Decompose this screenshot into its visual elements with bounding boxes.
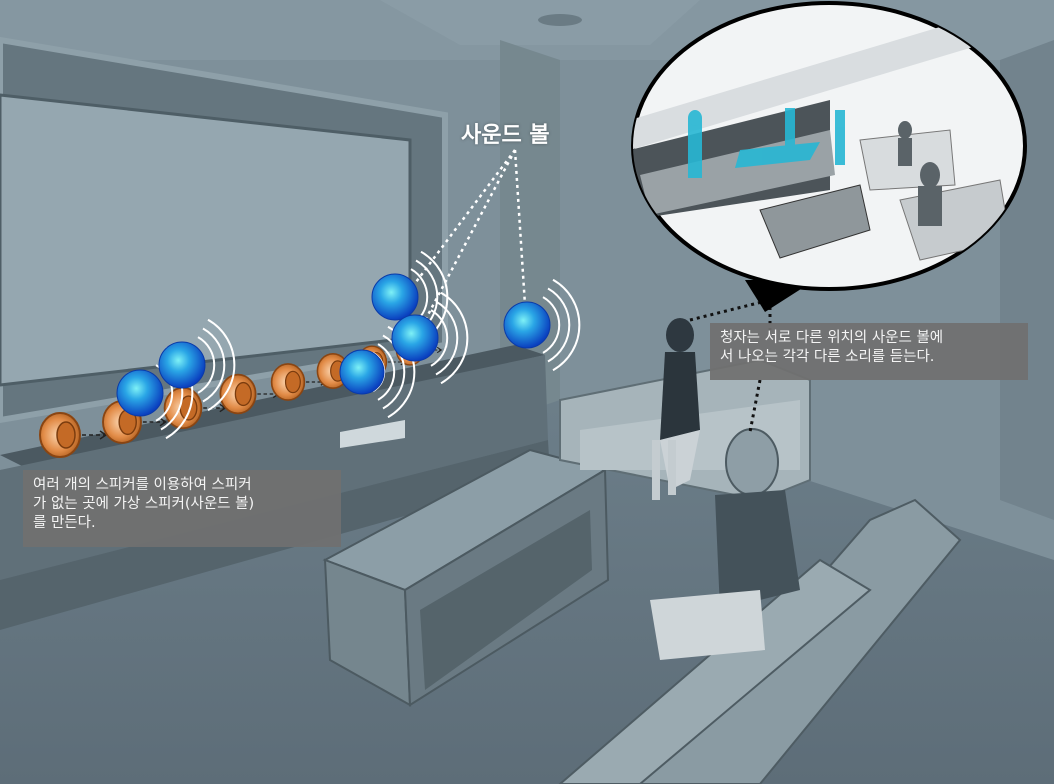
listener-figure-standing [652,318,700,500]
caption-line: 가 없는 곳에 가상 스피커(사운드 볼) [33,496,255,512]
speaker-icon [270,363,327,401]
sound-ball-icon [339,349,385,395]
speaker-icon [39,412,108,458]
sound-ball-label: 사운드 볼 [461,123,550,148]
inset-audience-figures [898,121,942,226]
sound-wave-arc [377,343,396,401]
sound-wave-arc [435,300,459,376]
speech-bubble-inset [631,1,1027,312]
speaker-icon [219,373,280,415]
sound-wave-arc [207,318,236,412]
sound-wave-arc [197,336,216,394]
sound-ball-icon [503,301,551,349]
sound-ball-group [116,273,551,417]
sound-ball-icon [391,314,439,362]
sound-wave-arc [430,309,449,367]
caption-line: 청자는 서로 다른 위치의 사운드 볼에 [720,330,944,346]
sound-ball-icon [158,341,206,389]
sound-wave-arc [542,296,561,354]
caption-line: 여러 개의 스피커를 이용하여 스피커 [33,477,252,493]
bubble-pointer-line [689,298,772,433]
caption-line: 를 만든다. [33,515,96,531]
label-pointer-lines [409,149,527,331]
caption-listener: 청자는 서로 다른 위치의 사운드 볼에 서 나오는 각각 다른 소리를 듣는다… [710,323,1028,380]
sofa-front [558,498,962,784]
coffee-table [322,448,610,707]
ceiling-light-icon [538,14,582,26]
sound-wave-arc [552,278,581,372]
sound-wave-arc [547,287,571,363]
caption-virtual-speaker: 여러 개의 스피커를 이용하여 스피커 가 없는 곳에 가상 스피커(사운드 볼… [23,470,341,547]
sound-ball-icon [116,369,164,417]
inset-performer-figures [688,108,845,178]
sound-ball-icon [371,273,419,321]
listener-figure-seated [650,428,800,660]
sound-wave-arc [202,327,226,403]
caption-line: 서 나오는 각각 다른 소리를 듣는다. [720,349,935,365]
sound-wave-arc [440,291,469,385]
